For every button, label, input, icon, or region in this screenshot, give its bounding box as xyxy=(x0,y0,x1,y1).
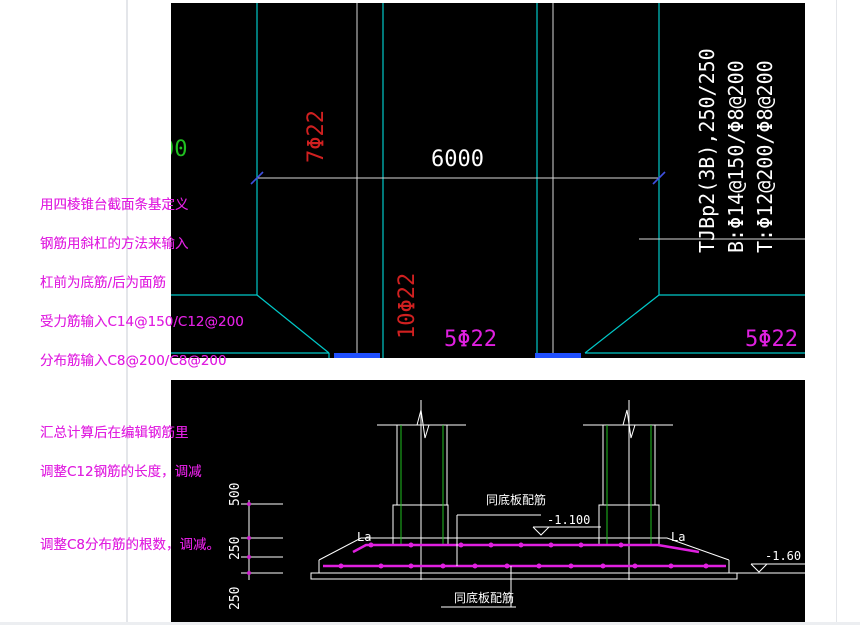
note-gap xyxy=(40,502,300,516)
plan-drawing-svg: 00 6000 7Φ22 10Φ22 5Φ22 5Φ22 TJBp2(3B),2… xyxy=(171,3,805,358)
note-gap xyxy=(40,391,300,405)
dim-500: 500 xyxy=(228,483,243,506)
la-right: La xyxy=(671,530,685,544)
note-line: 分布筋输入C8@200/C8@200 xyxy=(40,352,227,369)
dim-250-a: 250 xyxy=(228,537,243,560)
rebar-dots xyxy=(338,542,709,569)
note-line: 调整C8分布筋的根数，调减。 xyxy=(40,536,221,553)
beam-tag-line2: B:Φ14@150/Φ8@200 xyxy=(724,60,748,253)
cad-plan-view: 00 6000 7Φ22 10Φ22 5Φ22 5Φ22 TJBp2(3B),2… xyxy=(171,3,805,358)
dimension-markers xyxy=(247,502,251,575)
rebar-label-7: 7Φ22 xyxy=(304,110,329,163)
dimension-ticks xyxy=(250,171,666,185)
plan-centerlines xyxy=(257,3,805,358)
column-marker-left xyxy=(334,353,380,358)
note-line: 受力筋输入C14@150/C12@200 xyxy=(40,313,244,330)
note-line: 杠前为底筋/后为面筋 xyxy=(40,274,167,291)
cad-section-view: 500 250 250 xyxy=(171,380,805,622)
beam-tag-line3: T:Φ12@200/Φ8@200 xyxy=(753,60,777,253)
elevation-right: -1.60 xyxy=(765,549,801,563)
annotation-notes: 用四棱锥台截面条基定义 钢筋用斜杠的方法来输入 杠前为底筋/后为面筋 受力筋输入… xyxy=(40,176,300,575)
base-rebar xyxy=(323,543,726,568)
column-rebar xyxy=(400,425,652,545)
dimension-6000: 6000 xyxy=(431,147,484,172)
rebar-label-5-mid: 5Φ22 xyxy=(444,327,497,352)
label-top-rebar: 同底板配筋 xyxy=(486,492,546,507)
leaders xyxy=(441,514,805,608)
panel-divider xyxy=(126,0,128,625)
rebar-label-5-right: 5Φ22 xyxy=(745,327,798,352)
rebar-label-10: 10Φ22 xyxy=(395,273,420,339)
right-divider xyxy=(836,0,837,625)
note-line: 钢筋用斜杠的方法来输入 xyxy=(40,235,189,252)
dim-250-b: 250 xyxy=(228,587,243,610)
section-drawing-svg: 500 250 250 xyxy=(228,400,805,610)
note-line: 汇总计算后在编辑钢筋里 xyxy=(40,425,189,441)
plan-outline xyxy=(171,3,805,358)
label-bottom-rebar: 同底板配筋 xyxy=(454,590,514,605)
beam-tag-line1: TJBp2(3B),250/250 xyxy=(695,48,719,253)
columns xyxy=(310,400,805,580)
partial-label: 00 xyxy=(171,137,188,162)
note-line: 用四棱锥台截面条基定义 xyxy=(40,196,189,213)
column-marker-right xyxy=(535,353,581,358)
la-left: La xyxy=(357,530,371,544)
note-line: 调整C12钢筋的长度，调减 xyxy=(40,464,202,480)
elevation-mid: -1.100 xyxy=(547,513,590,527)
left-panel xyxy=(0,0,126,625)
bottom-border xyxy=(0,622,860,625)
